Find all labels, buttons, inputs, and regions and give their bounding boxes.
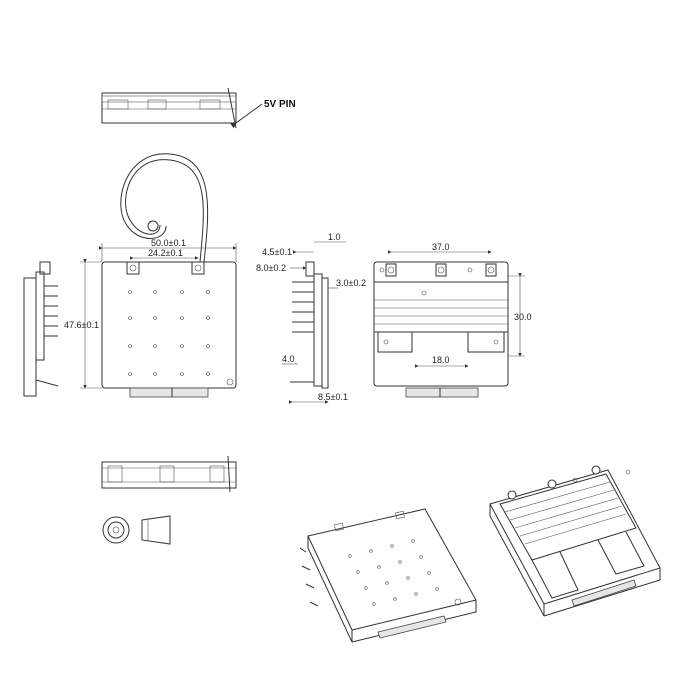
front-view: 50.0±0.1 24.2±0.1 47.6±0.1	[64, 153, 237, 398]
side-bottom-dimension: 8.5±0.1	[318, 392, 348, 402]
top-side-view: 5V PIN	[101, 87, 296, 129]
side-fin-dimension: 3.0±0.2	[336, 278, 366, 288]
side-top-gap-dimension: 1.0	[328, 232, 341, 242]
heatsink-connector-spacing-dimension: 37.0	[432, 242, 450, 252]
connector-spacing-dimension: 24.2±0.1	[148, 248, 183, 258]
connector-detail	[102, 515, 171, 545]
heatsink-notch-dimension: 18.0	[432, 355, 450, 365]
pin-callout-label: 5V PIN	[264, 99, 296, 110]
hole-grid	[128, 290, 210, 376]
heatsink-view: 37.0 30.0 18.0	[373, 242, 532, 398]
isometric-board-view	[299, 508, 477, 643]
width-dimension: 50.0±0.1	[151, 238, 186, 248]
height-dimension: 47.6±0.1	[64, 320, 99, 330]
side-lower-dimension: 8.0±0.2	[256, 263, 286, 273]
isometric-heatsink-view	[489, 465, 661, 617]
left-side-view	[23, 261, 59, 397]
card-outline	[101, 261, 237, 389]
middle-side-view: 4.5±0.1 1.0 8.0±0.2 3.0±0.2 4.0 8.5±0.1	[256, 232, 366, 404]
bottom-side-view	[101, 455, 237, 493]
side-pin-dimension: 4.0	[282, 354, 295, 364]
heatsink-height-dimension: 30.0	[514, 312, 532, 322]
side-top-offset-dimension: 4.5±0.1	[262, 247, 292, 257]
edge-connector	[129, 387, 209, 398]
